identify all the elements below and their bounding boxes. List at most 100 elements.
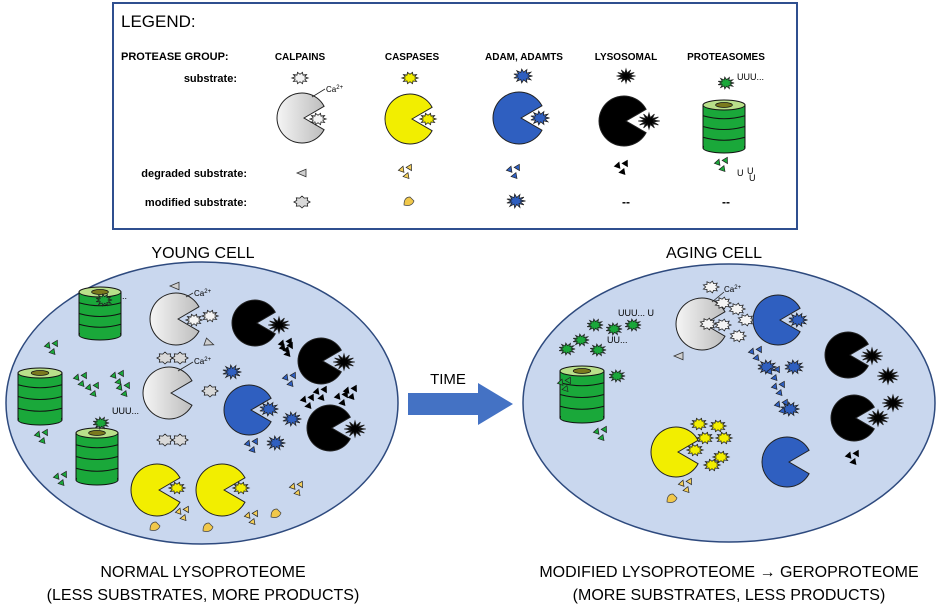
- aging-caption-line2: (MORE SUBSTRATES, LESS PRODUCTS): [573, 587, 886, 604]
- legend-calpain-degraded-icon: [295, 168, 307, 178]
- young-calpain-product-2: [203, 337, 215, 346]
- young-proteasome-1-ring-1: [78, 302, 122, 307]
- aging-adam-1: [752, 294, 801, 346]
- aging-calpain-substrate-2: [737, 313, 756, 327]
- young-proteasome-1-ring-2: [78, 313, 122, 317]
- legend-caspase-degraded-icon-0: [397, 165, 405, 173]
- legend-proteasome-none: --: [722, 195, 730, 209]
- legend-adam-degraded-icon-2: [510, 171, 518, 180]
- legend-adam-icon: [492, 91, 543, 145]
- young-cell-contents: [17, 281, 366, 532]
- young-adam-product-1-1: [251, 437, 258, 446]
- young-adam-substrate-bound-1: [259, 401, 279, 417]
- young-proteasome-3-fill: [77, 433, 117, 480]
- legend-proteasome-icon-fill: [704, 105, 744, 148]
- young-calpain-substrate-2: [200, 309, 220, 323]
- legend-calcium-pointer: [311, 88, 326, 98]
- legend-symbols: [276, 67, 746, 210]
- legend-group-label: PROTEASE GROUP:: [121, 51, 229, 63]
- young-proteasome-3-ring-3: [75, 467, 119, 472]
- legend-adam-modified-icon: [506, 192, 526, 210]
- aging-proteasome-substrate-4: [590, 343, 607, 357]
- legend-group-caspases: CASPASES: [385, 52, 440, 63]
- aging-adam-product-3-2: [778, 406, 786, 415]
- young-caspase-2: [195, 463, 246, 517]
- young-caspase-product-3-0: [174, 507, 182, 515]
- young-lysosomal-substrate-1: [268, 315, 290, 335]
- young-caspase-product-1-1: [296, 480, 303, 489]
- aging-calpain-substrate-4: [729, 329, 748, 343]
- aging-caspase-substrate-5: [714, 431, 734, 445]
- young-proteasome-2-ring-1: [17, 384, 63, 389]
- legend-lysosomal-none: --: [622, 195, 630, 209]
- young-proteasome-product-0-2: [48, 347, 56, 356]
- legend-title: LEGEND:: [121, 12, 196, 31]
- young-lysosomal-2: [297, 337, 342, 385]
- aging-caspase-substrate-2: [708, 419, 728, 433]
- young-lysosomal-product-4-0: [312, 387, 320, 395]
- aging-caspase-product-1-2: [682, 485, 690, 494]
- young-calpain-substrate-bound-1: [184, 313, 204, 327]
- young-lysosomal-substrate-3: [344, 419, 366, 439]
- aging-calpain-substrate-0: [699, 317, 718, 331]
- aging-caspase-substrate-6: [702, 458, 722, 472]
- aging-proteasome-1-ring-3: [559, 405, 605, 410]
- legend-proteasome-icon-ring-1: [702, 115, 746, 120]
- aging-lysosomal-substrate-1: [861, 346, 883, 366]
- young-proteasome-1-ring-3: [78, 323, 122, 328]
- time-arrow-group: TIME: [408, 371, 513, 425]
- aging-calpain-product-1: [672, 351, 684, 361]
- aging-proteasome-substrate-3: [559, 342, 576, 356]
- young-caspase-substrate-bound-2: [231, 481, 251, 495]
- young-adam-product-2-2: [286, 379, 294, 388]
- young-adam-1: [223, 384, 272, 436]
- young-calcium-ion-2: Ca2+: [194, 357, 212, 366]
- aging-adam-product-3-1: [781, 398, 788, 407]
- legend-adam-degraded-icon-0: [505, 165, 513, 173]
- young-lysosomal-product-3-1: [307, 393, 314, 402]
- legend-calpain-icon: [276, 92, 325, 144]
- young-calcium-pointer-1: [185, 292, 194, 298]
- aging-proteasome-product-2-0: [592, 427, 600, 435]
- aging-cell-title: AGING CELL: [666, 245, 762, 262]
- young-proteasome-product-3-2: [114, 377, 122, 386]
- legend-caspase-degraded-icon-1: [405, 163, 412, 172]
- aging-proteasome-substrate-6: [609, 369, 626, 383]
- young-proteasome-product-4-1: [123, 381, 130, 390]
- young-calpain-modified-4: [156, 433, 174, 447]
- aging-calcium-ion: Ca2+: [724, 285, 742, 294]
- legend-ubiquitin-free-3: U: [749, 173, 756, 183]
- aging-calpain-substrate-5: [702, 280, 721, 294]
- young-caspase-product-1-2: [293, 488, 301, 497]
- young-proteasome-product-1-2: [38, 436, 46, 445]
- legend-lysosomal-icon: [598, 95, 647, 147]
- young-lysosomal-substrate-2: [333, 352, 355, 372]
- young-caspase-product-2-2: [248, 517, 256, 526]
- aging-proteasome-substrate-2: [606, 322, 623, 336]
- young-proteasome-2-ring-2: [17, 396, 63, 400]
- young-proteasome-2-ring-3: [17, 407, 63, 412]
- young-lysosomal-product-5-0: [278, 343, 286, 351]
- young-calcium-ion-1: Ca2+: [194, 289, 212, 298]
- young-caspase-product-3-2: [179, 513, 187, 522]
- aging-adam-substrate-bound-1: [788, 312, 808, 328]
- aging-adam-product-1-1: [773, 365, 780, 374]
- young-caspase-product-1-0: [288, 482, 296, 490]
- aging-caspase-substrate-3: [695, 431, 715, 445]
- young-adam-product-2-0: [281, 373, 289, 381]
- time-label: TIME: [430, 371, 466, 388]
- young-proteasome-product-2-0: [72, 373, 80, 381]
- legend-lysosomal-degraded-icon-2: [618, 167, 626, 176]
- legend-calcium-ion: Ca2+: [326, 85, 344, 94]
- aging-lysosomal-substrate-2: [877, 366, 899, 386]
- aging-calpain-substrate-6: [714, 296, 733, 310]
- young-lysosomal-product-0-0: [277, 339, 285, 347]
- legend-caspase-bound-substrate-icon: [418, 112, 438, 126]
- legend-group-proteasomes: PROTEASOMES: [687, 52, 765, 63]
- legend-calpain-modified-icon: [293, 195, 311, 209]
- legend-ubiquitin-free-1: U: [737, 168, 744, 178]
- young-lysosomal-product-1-2: [347, 392, 355, 401]
- young-ubiquitin-chain-2: UUU...: [112, 406, 139, 416]
- aging-adam-product-2-0: [770, 382, 778, 390]
